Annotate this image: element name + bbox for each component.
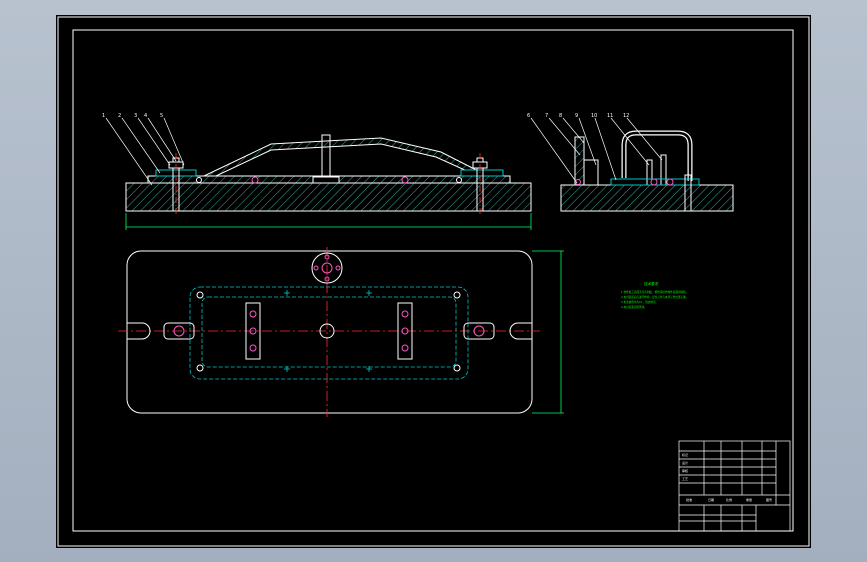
balloon-label: 7	[545, 113, 548, 119]
front-leaders	[105, 117, 185, 186]
top-strip-bolt	[401, 344, 409, 352]
top-corner-hole	[453, 364, 461, 372]
top-left-clamp-bolt	[173, 325, 185, 337]
top-strip-bolt	[249, 344, 257, 352]
side-pin	[666, 178, 674, 186]
top-strip-bolt	[249, 327, 257, 335]
top-inner-outline	[201, 296, 457, 368]
front-locating-pin	[196, 177, 202, 183]
title-block-label: 图号	[766, 497, 772, 502]
top-boss-bolt	[324, 276, 330, 282]
notes-line: 2.夹具装配后应进行检验，定位元件与夹紧元件位置正确。	[621, 295, 688, 299]
side-pin	[575, 179, 581, 185]
title-block-label: 比例	[726, 497, 732, 502]
side-clamp-hook	[621, 130, 693, 181]
outer-border	[57, 16, 810, 547]
notes-line: 1.零件加工表面不应有划痕、擦伤等损伤零件表面的缺陷。	[621, 290, 688, 294]
top-boss-bolt	[313, 265, 319, 271]
title-block-label: 重量	[746, 497, 752, 502]
side-left-upright	[574, 136, 585, 186]
balloon-label: 4	[144, 113, 147, 119]
cad-drawing: 1 2 3 4 5	[57, 16, 810, 547]
front-locating-pin	[251, 176, 259, 184]
front-locating-pin	[456, 177, 462, 183]
notes-title: 技术要求	[644, 281, 659, 286]
technical-notes: 技术要求 1.零件加工表面不应有划痕、擦伤等损伤零件表面的缺陷。 2.夹具装配后…	[621, 281, 688, 309]
top-right-clamp	[463, 322, 495, 340]
side-pin	[650, 178, 658, 186]
title-block-label: 日期	[708, 497, 714, 502]
top-corner-hole	[453, 291, 461, 299]
front-center-base	[312, 176, 340, 184]
front-workpiece-arch	[203, 137, 489, 177]
top-rail-outline	[189, 286, 469, 380]
top-right-slot	[509, 322, 532, 340]
top-clamp-strip-right	[397, 302, 413, 360]
title-block-label: 批准	[686, 497, 692, 502]
title-block-label: 标记	[682, 452, 688, 457]
top-corner-hole	[196, 291, 204, 299]
top-boss-bolt	[324, 254, 330, 260]
balloon-label: 1	[102, 113, 105, 119]
top-left-clamp	[163, 322, 195, 340]
front-base-plate	[125, 182, 532, 212]
top-boss	[311, 252, 343, 284]
inner-border	[72, 29, 794, 532]
drawing-sheet: 1 2 3 4 5	[56, 15, 811, 548]
balloon-label: 8	[559, 113, 562, 119]
front-right-clamp-arm	[460, 169, 504, 177]
top-corner-hole	[196, 364, 204, 372]
balloon-label: 10	[591, 113, 597, 119]
balloon-label: 2	[118, 113, 121, 119]
top-strip-bolt	[401, 327, 409, 335]
balloon-label: 6	[527, 113, 530, 119]
top-center-hole	[319, 323, 335, 339]
top-strip-bolt	[401, 310, 409, 318]
title-block	[678, 440, 791, 532]
side-leaders	[530, 117, 663, 184]
top-view	[118, 247, 564, 417]
side-base-plate	[560, 184, 734, 212]
top-strip-bolt	[249, 310, 257, 318]
top-clamp-strip-left	[245, 302, 261, 360]
balloon-label: 5	[160, 113, 163, 119]
top-base-outline	[126, 250, 533, 414]
balloon-label: 11	[607, 113, 613, 119]
side-left-block	[583, 159, 599, 186]
side-view: 6 7 8 9 10 11 12	[527, 113, 734, 212]
notes-line: 3.未注倒角均为C1，锐边倒钝。	[621, 300, 658, 304]
top-left-slot	[127, 322, 151, 340]
side-right-bolt	[684, 174, 692, 212]
balloon-label: 9	[575, 113, 578, 119]
top-right-clamp-bolt	[473, 325, 485, 337]
title-block-label: 工艺	[682, 476, 688, 481]
notes-line: 4.夹具表面涂防锈漆。	[621, 305, 647, 309]
front-locating-pin	[401, 176, 409, 184]
balloon-label: 3	[134, 113, 137, 119]
top-boss-bolt	[335, 265, 341, 271]
top-boss-hole	[321, 262, 333, 274]
title-block-label: 设计	[682, 460, 688, 465]
balloon-label: 12	[623, 113, 629, 119]
title-block-label: 审核	[682, 468, 688, 473]
front-view: 1 2 3 4 5	[102, 113, 532, 230]
